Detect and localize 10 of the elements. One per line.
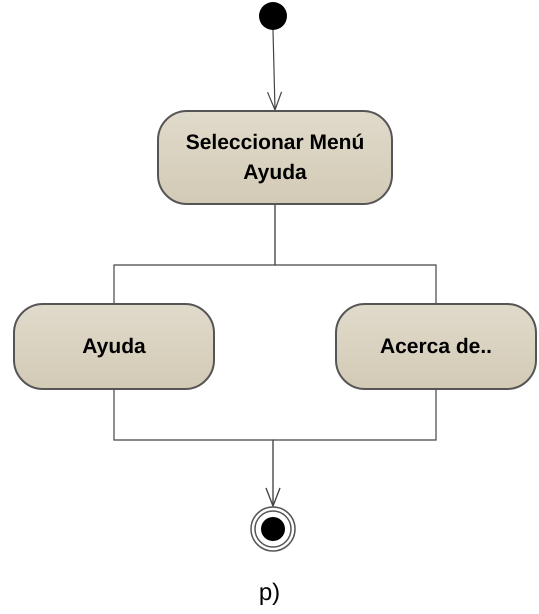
action-box bbox=[157, 110, 393, 205]
action-label: Seleccionar Menú Ayuda bbox=[184, 130, 366, 186]
connector-line bbox=[274, 205, 437, 303]
action-box bbox=[13, 303, 215, 390]
action-label: Acerca de.. bbox=[380, 334, 492, 360]
arrow bbox=[265, 390, 437, 507]
action-box bbox=[335, 303, 537, 390]
arrow bbox=[266, 30, 282, 111]
caption: p) bbox=[258, 578, 280, 608]
action-label: Ayuda bbox=[82, 334, 146, 360]
